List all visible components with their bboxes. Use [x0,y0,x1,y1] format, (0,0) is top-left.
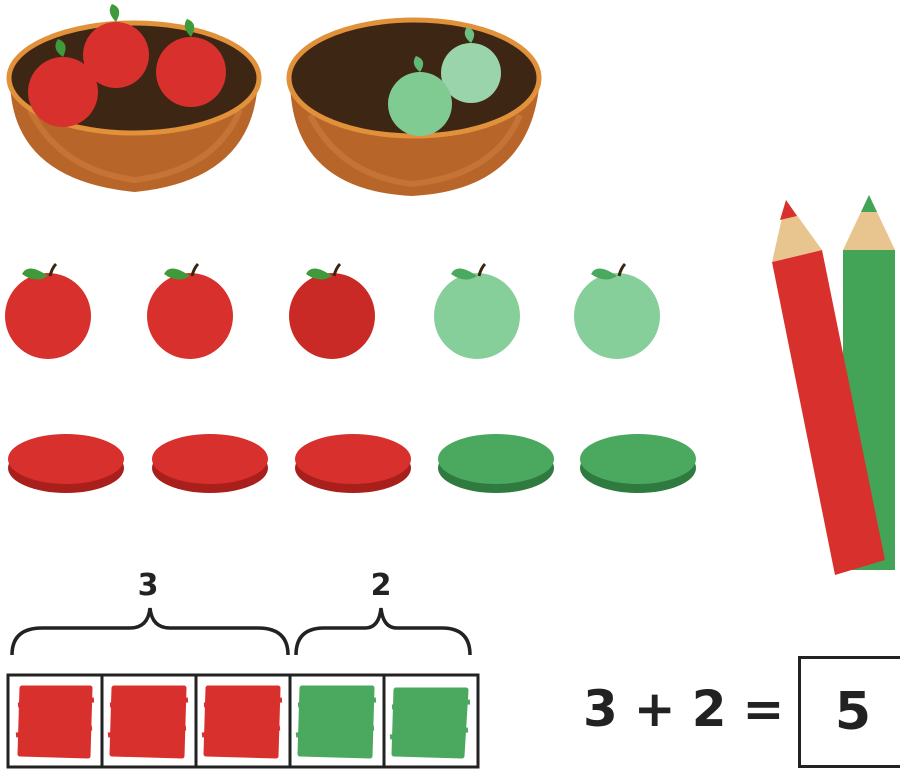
brace-right-label: 2 [370,568,392,603]
equation-plus: + [633,680,678,738]
red-scribble [15,685,95,759]
apple-icon [147,262,233,359]
green-apple-icon [434,262,520,359]
green-apple-basket [286,17,542,196]
answer-value: 5 [834,682,872,742]
green-counter [438,434,554,493]
counter-row [8,434,696,493]
green-counter [580,434,696,493]
red-scribble [201,685,283,759]
apple-icon [156,19,226,107]
red-counter [152,434,268,493]
green-apple-icon [574,262,660,359]
answer-box[interactable]: 5 [798,656,900,768]
apple-icon [289,262,375,359]
apple-row [5,262,660,359]
red-pencil-icon [772,200,885,575]
equation: 3 + 2 = [583,680,786,738]
apple-icon [83,4,149,88]
green-scribble [295,685,377,759]
equation-addend-b: 2 [691,680,729,738]
red-apple-basket [6,4,262,192]
apple-icon [28,39,98,127]
green-apple-icon [441,27,501,103]
counting-strip [6,673,480,769]
brace-left [10,607,290,656]
green-scribble [389,687,471,759]
red-scribble [107,685,189,759]
green-apple-icon [388,56,452,136]
brace-right [294,607,472,656]
red-counter [295,434,411,493]
apple-icon [5,262,91,359]
red-counter [8,434,124,493]
equation-equals: = [742,680,787,738]
brace-left-label: 3 [137,568,159,603]
equation-addend-a: 3 [583,680,620,738]
